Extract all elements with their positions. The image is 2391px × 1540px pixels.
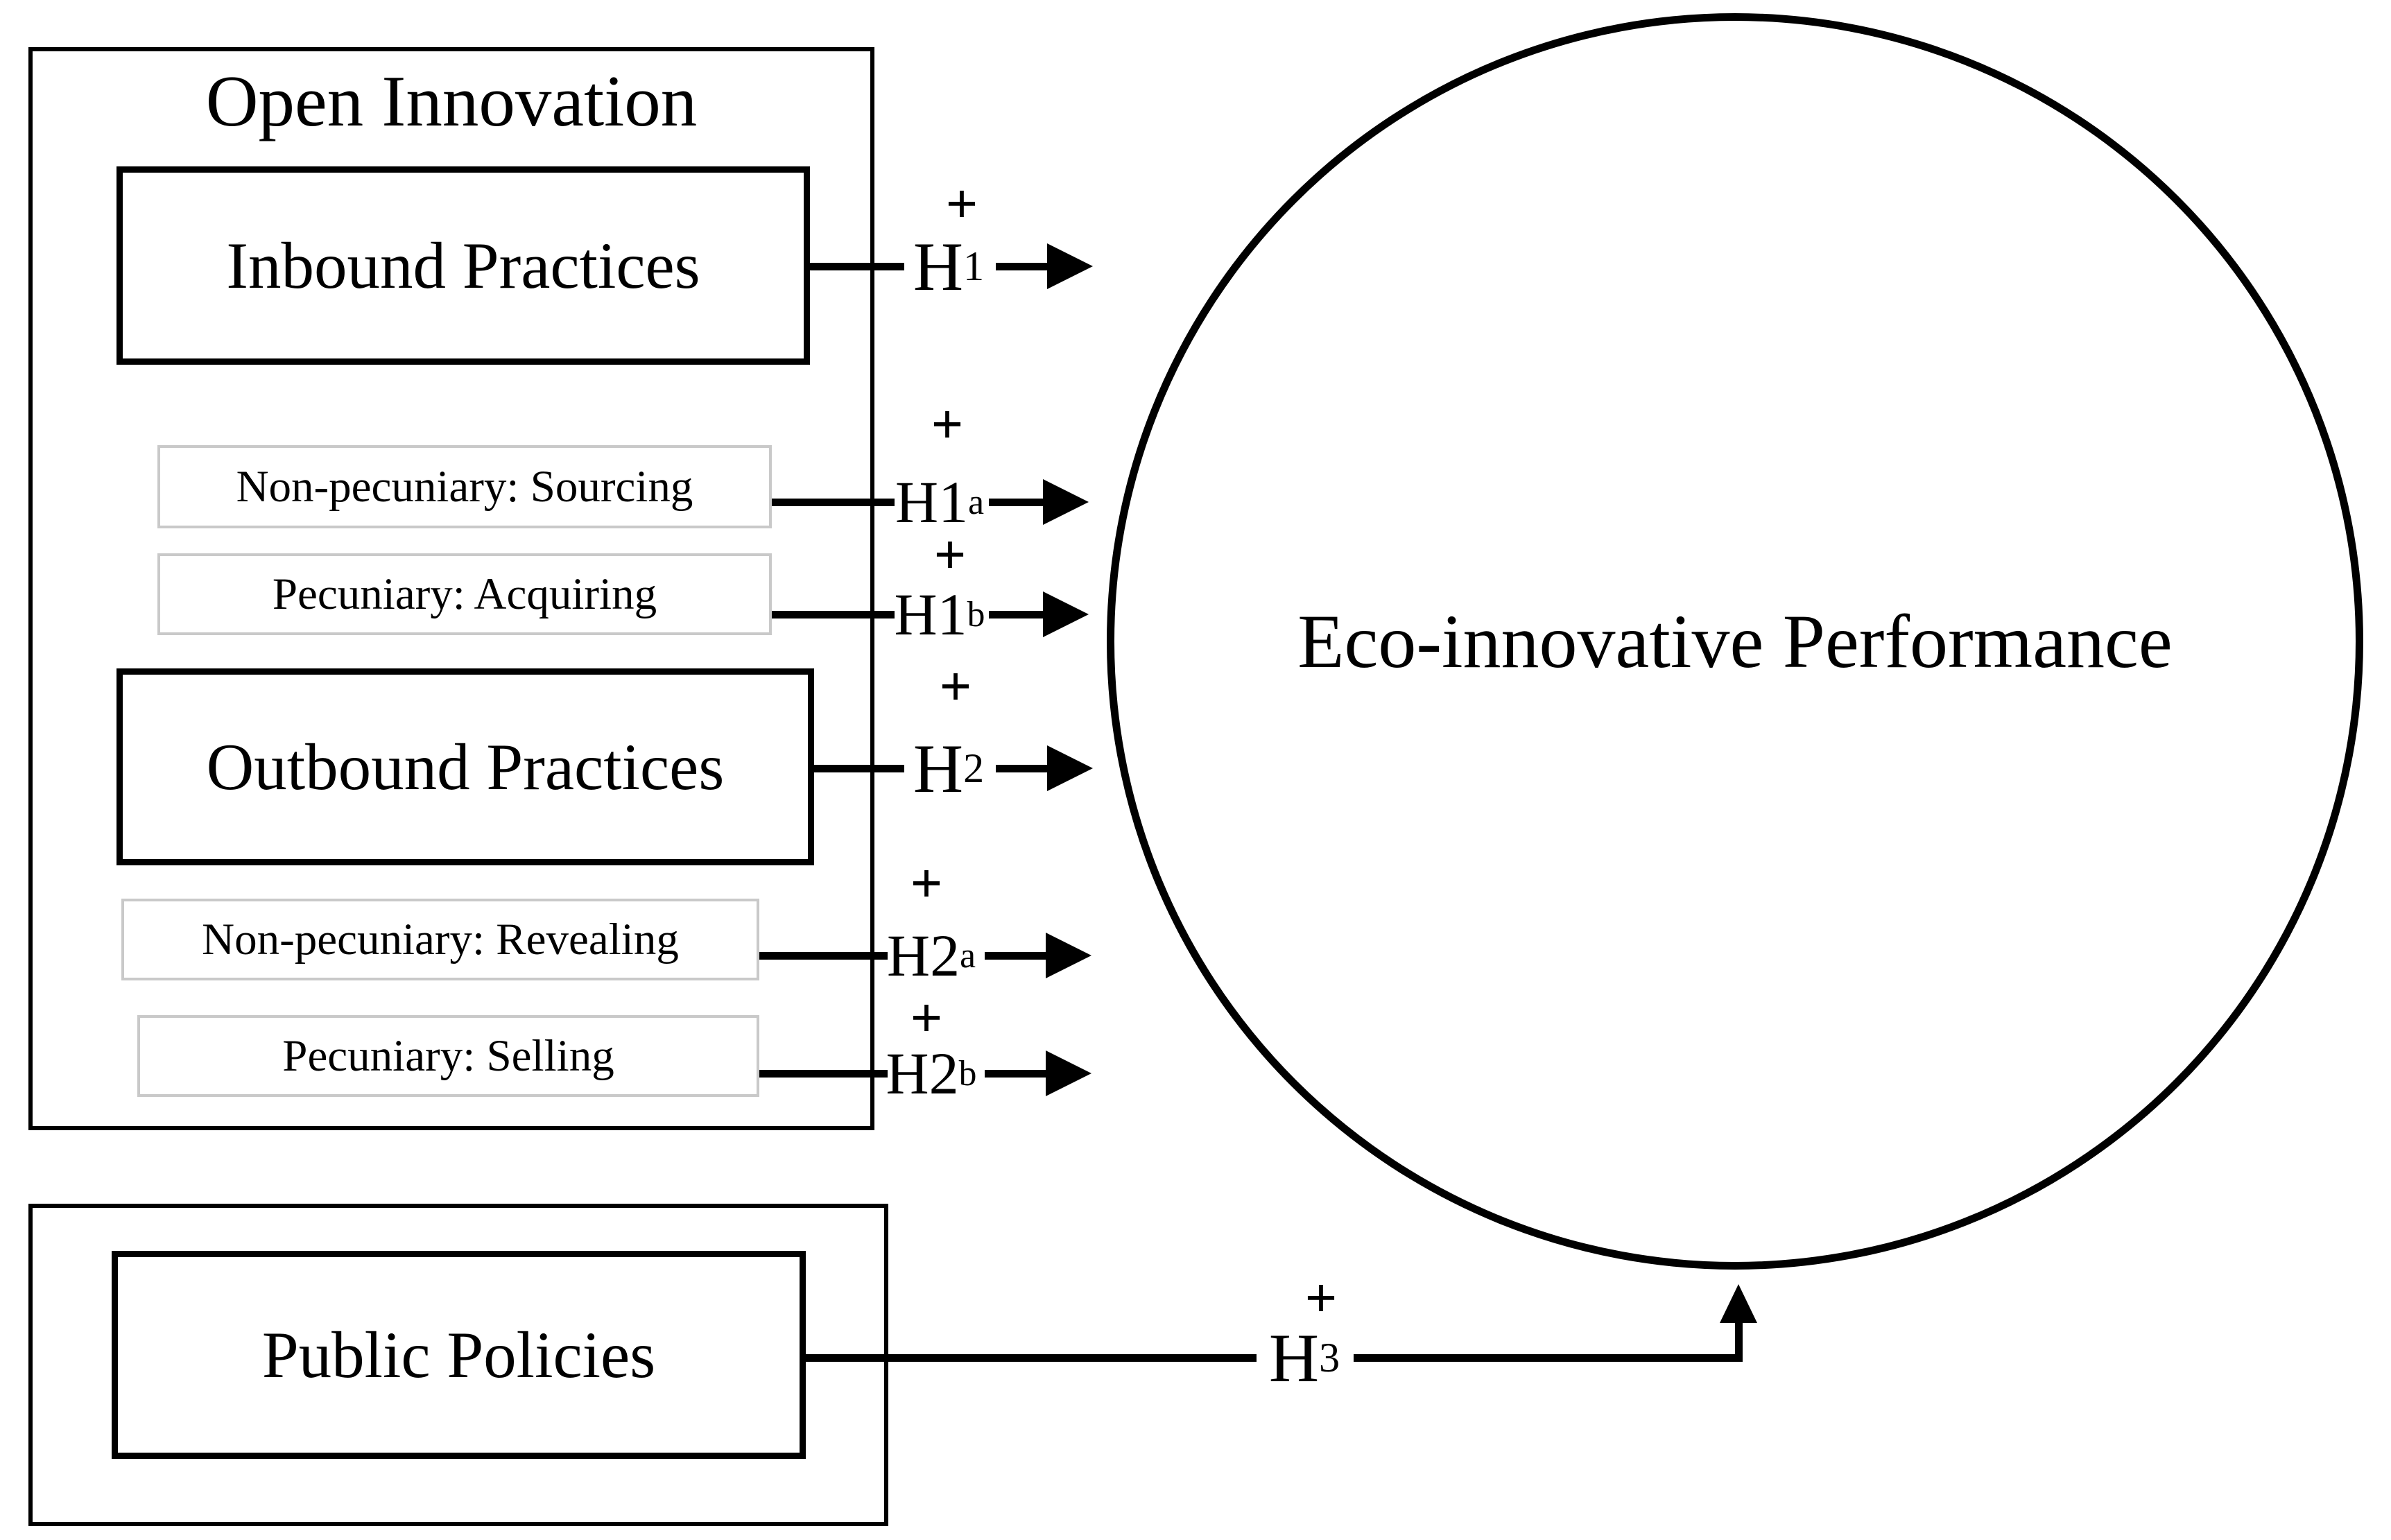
acquiring-box: Pecuniary: Acquiring [157, 553, 772, 635]
h1-arrow-line [996, 263, 1048, 270]
eco-performance-circle [1107, 13, 2363, 1270]
h2b-arrow-line [985, 1070, 1046, 1078]
outbound-practices-label: Outbound Practices [206, 730, 725, 804]
h1a-plus-sign: + [931, 392, 964, 456]
h2b-connector-line [759, 1070, 888, 1078]
h2-plus-sign: + [939, 655, 972, 718]
inbound-practices-label: Inbound Practices [226, 229, 700, 302]
selling-label: Pecuniary: Selling [282, 1030, 614, 1081]
h2-arrowhead-icon [1047, 745, 1093, 791]
h3-arrowhead-icon [1720, 1284, 1757, 1323]
h2a-arrow-line [985, 952, 1046, 960]
h1b-label-main: H1 [894, 581, 967, 648]
h1-label-sub: 1 [963, 243, 985, 289]
h1-plus-sign: + [945, 172, 978, 235]
h2a-arrowhead-icon [1046, 933, 1091, 978]
h2-connector-line [814, 765, 904, 772]
inbound-practices-box: Inbound Practices [116, 166, 810, 365]
revealing-box: Non-pecuniary: Revealing [121, 899, 759, 980]
sourcing-box: Non-pecuniary: Sourcing [157, 445, 772, 528]
open-innovation-title: Open Innovation [205, 60, 698, 141]
h3-line-vertical [1735, 1317, 1743, 1362]
h3-line-right [1354, 1354, 1743, 1362]
sourcing-label: Non-pecuniary: Sourcing [236, 461, 693, 512]
h1a-arrowhead-icon [1043, 479, 1089, 525]
public-policies-box: Public Policies [112, 1251, 806, 1459]
h1b-arrow-line [989, 611, 1044, 618]
h3-label-main: H [1268, 1319, 1320, 1396]
h2a-plus-sign: + [910, 851, 943, 915]
h1b-plus-sign: + [933, 523, 967, 586]
h1a-connector-line [772, 499, 895, 506]
h1-label-main: H [913, 227, 964, 305]
h1-connector-line [810, 263, 904, 270]
h2b-label-main: H2 [886, 1040, 959, 1107]
h1b-connector-line [772, 611, 895, 618]
h2-label-main: H [913, 729, 964, 807]
h3-line-left [806, 1354, 1257, 1362]
outbound-practices-box: Outbound Practices [116, 668, 814, 865]
h2b-plus-sign: + [910, 986, 943, 1049]
h2b-arrowhead-icon [1046, 1050, 1091, 1096]
h1a-label-main: H1 [895, 469, 969, 535]
open-innovation-group-box [28, 47, 874, 1130]
h2a-label-main: H2 [886, 922, 960, 989]
h3-plus-sign: + [1304, 1266, 1338, 1329]
public-policies-group-box [28, 1204, 888, 1526]
h2-arrow-line [996, 765, 1048, 772]
h1b-arrowhead-icon [1043, 591, 1089, 637]
revealing-label: Non-pecuniary: Revealing [202, 914, 679, 964]
acquiring-label: Pecuniary: Acquiring [272, 569, 657, 619]
eco-performance-label: Eco-innovative Performance [1297, 598, 2173, 684]
h3-label-sub: 3 [1319, 1334, 1340, 1381]
public-policies-label: Public Policies [261, 1318, 656, 1392]
h1-arrowhead-icon [1047, 243, 1093, 289]
h2b-label-sub: b [958, 1053, 977, 1093]
selling-box: Pecuniary: Selling [137, 1015, 759, 1097]
h1a-arrow-line [989, 499, 1044, 506]
h1a-label-sub: a [968, 482, 984, 522]
h2a-connector-line [759, 952, 888, 960]
h2-label-sub: 2 [963, 745, 985, 791]
h1b-label-sub: b [967, 594, 985, 634]
h2a-label-sub: a [960, 935, 976, 976]
